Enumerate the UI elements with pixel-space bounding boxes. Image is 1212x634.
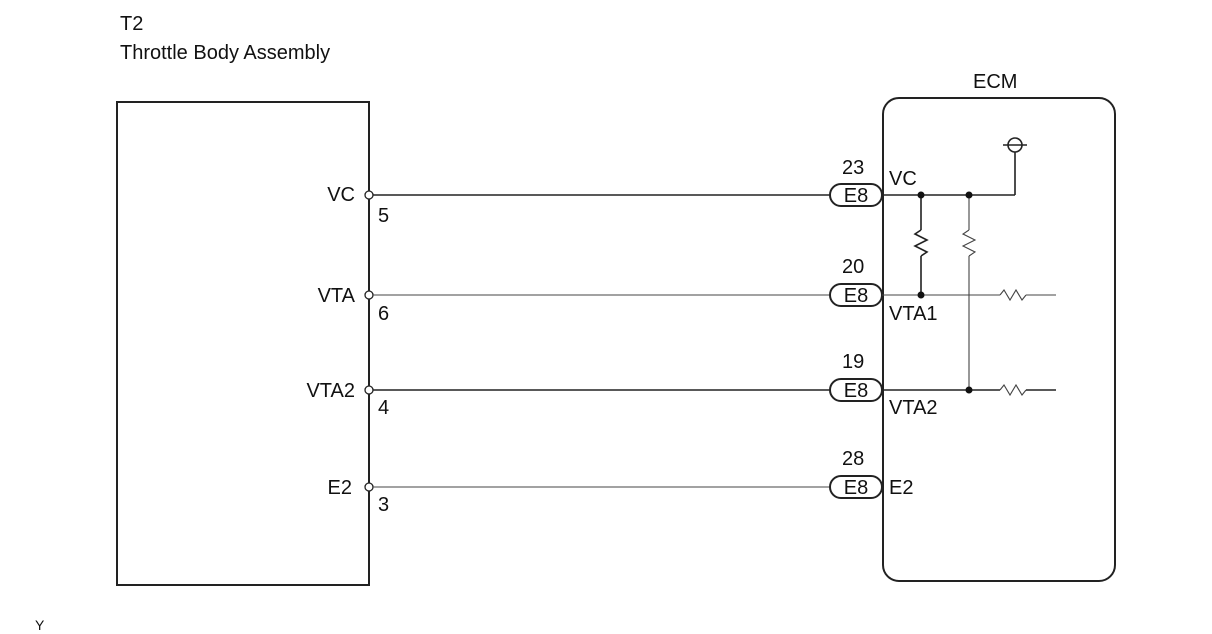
ecm-box	[882, 97, 1116, 582]
resistor-icon	[913, 195, 929, 295]
junction-dot-icon	[965, 386, 973, 394]
connector-label: E8	[844, 380, 868, 402]
left-pin-number: 4	[378, 397, 389, 419]
left-signal-label: VTA	[318, 285, 356, 307]
connector-badge	[829, 475, 883, 499]
resistor-icon	[999, 288, 1027, 302]
component-name: Throttle Body Assembly	[120, 42, 330, 64]
ecm-signal-label: VTA1	[889, 303, 938, 325]
ecm-pin-number: 23	[842, 157, 864, 179]
ecm-signal-label: E2	[889, 477, 913, 499]
terminal-pin	[364, 290, 374, 300]
connector-label: E8	[844, 185, 868, 207]
left-pin-number: 5	[378, 205, 389, 227]
connector-label: E8	[844, 285, 868, 307]
resistor-icon	[999, 383, 1027, 397]
left-pin-number: 3	[378, 494, 389, 516]
wire-e2: E2 3 28 E8 E2	[328, 448, 914, 516]
resistor-icon	[961, 195, 977, 390]
wire-vc: VC 5 23 E8 VC	[327, 157, 917, 227]
ecm-pin-number: 19	[842, 351, 864, 373]
wire-vta2: VTA2 4 19 E8 VTA2	[306, 351, 937, 419]
ecm-signal-label: VTA2	[889, 397, 938, 419]
connector-label: E8	[844, 477, 868, 499]
wire-vta: VTA 6 20 E8 VTA1	[318, 256, 938, 325]
ecm-pin-number: 28	[842, 448, 864, 470]
left-signal-label: VTA2	[306, 380, 355, 402]
left-signal-label: E2	[328, 477, 352, 499]
ecm-internal-circuit	[882, 137, 1056, 397]
left-pin-number: 6	[378, 303, 389, 325]
ecm-pin-number: 20	[842, 256, 864, 278]
ecm-title: ECM	[973, 71, 1017, 93]
footer-mark: Y	[35, 617, 45, 633]
component-code: T2	[120, 13, 143, 35]
throttle-body-box	[116, 101, 370, 586]
junction-dot-icon	[965, 191, 973, 199]
terminal-pin	[364, 190, 374, 200]
terminal-circle-icon	[1003, 137, 1027, 153]
ecm-signal-label: VC	[889, 168, 917, 190]
junction-dot-icon	[917, 191, 925, 199]
junction-dot-icon	[917, 291, 925, 299]
terminal-pin	[364, 482, 374, 492]
terminal-pin	[364, 385, 374, 395]
left-signal-label: VC	[327, 184, 355, 206]
